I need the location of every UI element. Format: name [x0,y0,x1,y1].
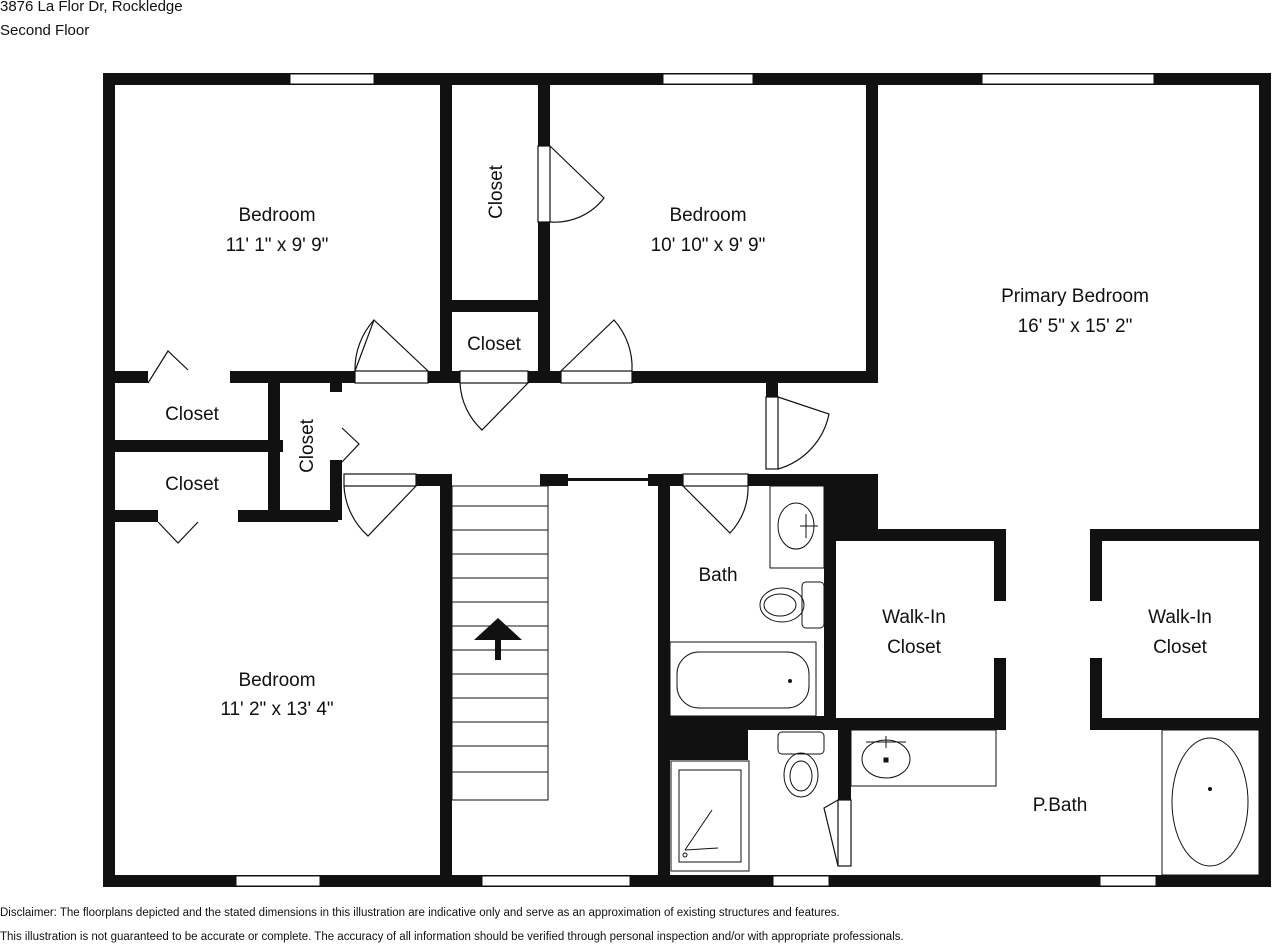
bathtub-icon [676,651,810,709]
room-labels: Bedroom 11' 1" x 9' 9" Bedroom 10' 10" x… [165,164,1212,816]
walkin-left-label-2: Closet [887,637,942,658]
bedroom-n-dims: 10' 10" x 9' 9" [651,235,766,256]
bedroom-n-label: Bedroom [669,205,746,226]
primary-bedroom-dims: 16' 5" x 15' 2" [1018,316,1133,337]
disclaimer-line-2: This illustration is not guaranteed to b… [0,931,904,943]
walkin-right-label-2: Closet [1153,637,1208,658]
closet-west2-label: Closet [165,474,220,495]
bedroom-sw-dims: 11' 2" x 13' 4" [220,699,333,720]
bedroom-nw-label: Bedroom [238,205,315,226]
closet-mid-label: Closet [467,334,522,355]
closet-hall-label: Closet [297,418,318,473]
walkin-right-label-1: Walk-In [1148,607,1212,628]
closet-west1-label: Closet [165,404,220,425]
bedroom-sw-label: Bedroom [238,670,315,691]
walkin-left-label-1: Walk-In [882,607,946,628]
bath-label: Bath [698,565,737,586]
walls [103,73,1271,887]
pbath-label: P.Bath [1033,795,1088,816]
fixtures [669,485,1260,876]
windows [235,73,1157,887]
stair-up-arrow-icon [474,618,522,660]
doors [147,145,852,867]
toilet-icon [801,581,825,629]
disclaimer-line-1: Disclaimer: The floorplans depicted and … [0,907,840,919]
primary-bedroom-label: Primary Bedroom [1001,286,1149,307]
address-title: 3876 La Flor Dr, Rockledge [0,0,183,15]
floor-label: Second Floor [0,22,90,39]
bedroom-nw-dims: 11' 1" x 9' 9" [226,235,329,256]
closet-top-label: Closet [486,164,507,219]
